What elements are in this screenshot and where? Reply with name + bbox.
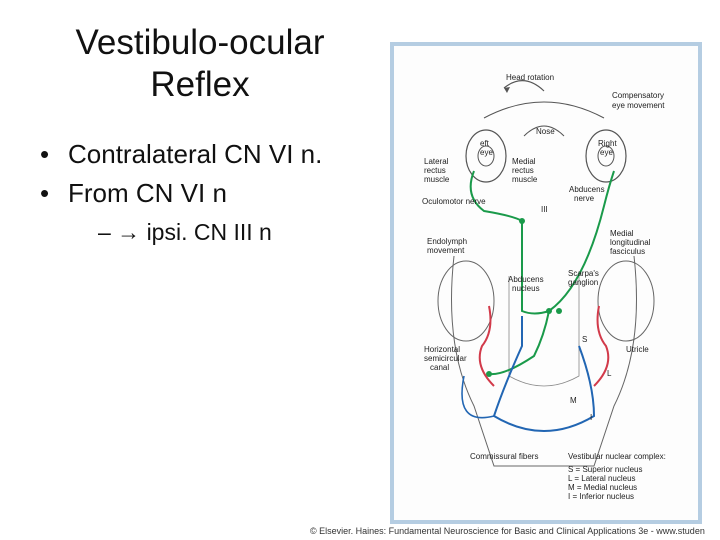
legend-lateral: L = Lateral nucleus (568, 474, 636, 483)
label-compensatory: Compensatory (612, 91, 664, 100)
bullet-dot: • (40, 178, 50, 208)
label-nose: Nose (536, 127, 555, 136)
vor-diagram-svg: Head rotation Compensatory eye movement … (422, 73, 666, 501)
right-eye (585, 129, 627, 183)
label-medial-2: rectus (512, 166, 534, 175)
compensatory-arrow (483, 101, 605, 119)
label-mlf-2: longitudinal (610, 238, 651, 247)
label-abducens-nucleus-1: Abducens (508, 275, 544, 284)
label-oculomotor-nerve: Oculomotor nerve (422, 197, 486, 206)
label-mlf-3: fasciculus (610, 247, 645, 256)
title-line-2: Reflex (150, 65, 250, 104)
green-pathway (469, 170, 615, 315)
label-head-rotation: Head rotation (506, 73, 554, 82)
label-left-eye-2: eye (480, 148, 493, 157)
legend-inferior: I = Inferior nucleus (568, 492, 634, 501)
label-eye-movement: eye movement (612, 101, 665, 110)
label-scarpa-2: ganglion (568, 278, 598, 287)
brainstem-outline (451, 255, 637, 467)
blue-pathway (492, 316, 596, 432)
label-lateral-2: rectus (424, 166, 446, 175)
right-ear (597, 260, 655, 342)
label-lateral-1: Lateral (424, 157, 449, 166)
green-node (486, 371, 492, 377)
legend-superior: S = Superior nucleus (568, 465, 643, 474)
label-right-eye-1: Right (598, 139, 617, 148)
label-right-eye-2: eye (600, 148, 613, 157)
label-mlf-1: Medial (610, 229, 634, 238)
label-canal-3: canal (430, 363, 449, 372)
bullet-item: • Contralateral CN VI n. (40, 135, 322, 174)
bullet-text: Contralateral CN VI n. (68, 139, 323, 169)
vor-diagram: Head rotation Compensatory eye movement … (390, 42, 702, 524)
bullet-item: • From CN VI n (40, 174, 322, 213)
label-utricle: Utricle (626, 345, 649, 354)
blue-pathway-left (461, 375, 495, 419)
right-pupil (597, 145, 615, 167)
slide-title: Vestibulo-ocular Reflex (30, 22, 370, 106)
label-lateral-3: muscle (424, 175, 450, 184)
label-scarpa-1: Scarpa's (568, 269, 599, 278)
label-nucleus-s: S (582, 335, 587, 344)
label-nucleus-l: L (607, 369, 612, 378)
midline-outline (508, 276, 580, 387)
label-abducens-nerve-2: nerve (574, 194, 595, 203)
label-medial-3: muscle (512, 175, 538, 184)
label-canal-2: semicircular (424, 354, 467, 363)
red-pathway-left (478, 305, 495, 387)
green-node (556, 308, 562, 314)
label-abducens-nucleus-2: nucleus (512, 284, 540, 293)
bullet-dot: • (40, 139, 50, 169)
green-node (519, 218, 525, 224)
label-canal-1: Horizontal (424, 345, 460, 354)
label-abducens-nerve-1: Abducens (569, 185, 605, 194)
label-nucleus-i: I (590, 413, 592, 422)
label-left-eye-1: eft (480, 139, 490, 148)
sub-bullet: – → ipsi. CN III n (98, 219, 272, 245)
left-ear (437, 260, 495, 342)
title-line-1: Vestibulo-ocular (75, 23, 325, 62)
nose-outline (523, 125, 565, 137)
label-medial-1: Medial (512, 157, 536, 166)
label-cn-iii: III (541, 205, 548, 214)
left-eye (465, 129, 507, 183)
bullet-list: • Contralateral CN VI n. • From CN VI n – … (40, 135, 322, 252)
green-node (546, 308, 552, 314)
figure-credit: © Elsevier. Haines: Fundamental Neurosci… (310, 526, 705, 536)
head-rotation-arrow (503, 80, 545, 92)
label-endolymph-1: Endolymph (427, 237, 467, 246)
label-commissural: Commissural fibers (470, 452, 538, 461)
label-endolymph-2: movement (427, 246, 465, 255)
bullet-text: From CN VI n (68, 178, 227, 208)
label-vestibular-complex: Vestibular nuclear complex: (568, 452, 666, 461)
legend-medial: M = Medial nucleus (568, 483, 637, 492)
label-nucleus-m: M (570, 396, 577, 405)
arrow-head (504, 87, 510, 93)
left-pupil (477, 145, 495, 167)
red-pathway-right (593, 305, 610, 387)
green-pathway-lower (488, 310, 550, 376)
